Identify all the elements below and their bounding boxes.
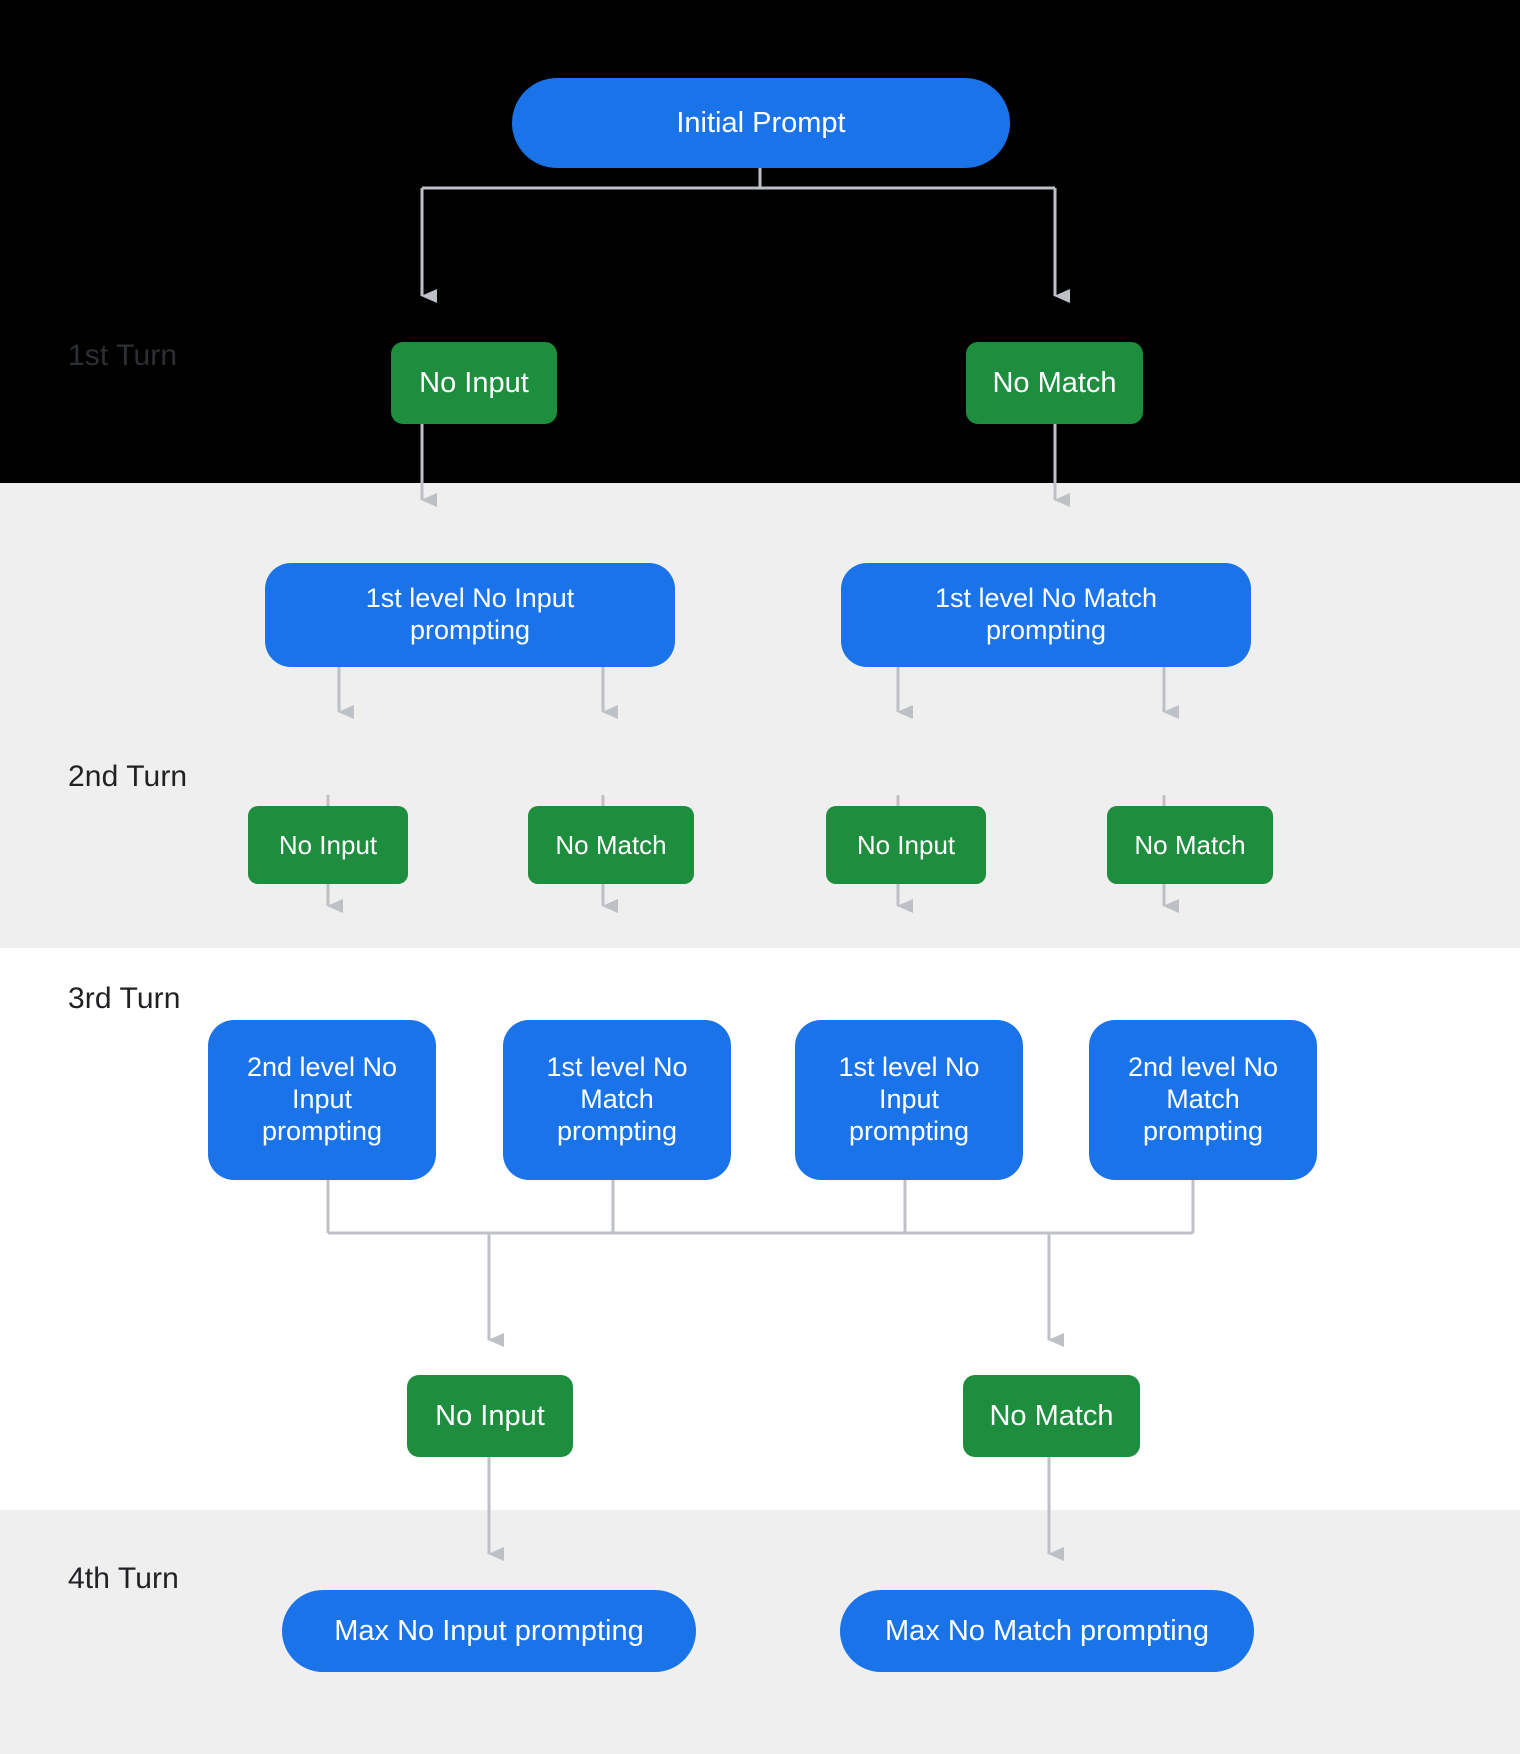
node-label-line3: prompting xyxy=(848,1115,970,1146)
node-label-line2: prompting xyxy=(409,615,531,645)
node-t3-first-level-no-match-prompting[interactable]: 1st level No Match prompting xyxy=(503,1020,731,1180)
band-2nd-turn xyxy=(0,483,1520,948)
node-t1-no-match[interactable]: No Match xyxy=(966,342,1143,424)
node-t4-max-no-match-prompting[interactable]: Max No Match prompting xyxy=(840,1590,1254,1672)
node-label: Initial Prompt xyxy=(676,106,846,139)
node-t2-no-input-b[interactable]: No Input xyxy=(826,806,986,884)
node-label: No Match xyxy=(555,829,667,860)
turn-label-3rd: 3rd Turn xyxy=(68,982,181,1015)
node-initial-prompt[interactable]: Initial Prompt xyxy=(512,78,1010,168)
node-label: No Input xyxy=(435,1399,545,1432)
node-label: No Match xyxy=(989,1399,1114,1432)
node-label: Max No Match prompting xyxy=(885,1614,1209,1647)
node-label-line3: prompting xyxy=(261,1115,383,1146)
node-label-line2: Input xyxy=(291,1084,353,1115)
node-label-line1: 1st level No Input xyxy=(365,583,575,614)
node-label: No Input xyxy=(419,366,529,399)
node-label-line1: 2nd level No xyxy=(1127,1052,1279,1083)
node-label-line2: Input xyxy=(878,1084,940,1115)
node-label: No Input xyxy=(278,829,378,860)
node-label-line3: prompting xyxy=(556,1115,678,1146)
node-label: No Match xyxy=(992,366,1117,399)
node-t3-no-input[interactable]: No Input xyxy=(407,1375,573,1457)
node-label-line1: 1st level No xyxy=(838,1052,980,1083)
node-t3-no-match[interactable]: No Match xyxy=(963,1375,1140,1457)
node-label: No Input xyxy=(856,829,956,860)
node-label: No Match xyxy=(1134,829,1246,860)
node-label-line3: prompting xyxy=(1142,1115,1264,1146)
node-label-line2: Match xyxy=(1166,1084,1240,1115)
node-t2-first-level-no-match-prompting[interactable]: 1st level No Match prompting xyxy=(841,563,1251,667)
node-t2-no-input-a[interactable]: No Input xyxy=(248,806,408,884)
node-label: Max No Input prompting xyxy=(334,1614,644,1647)
node-t3-second-level-no-match-prompting[interactable]: 2nd level No Match prompting xyxy=(1089,1020,1317,1180)
turn-label-2nd: 2nd Turn xyxy=(68,760,188,793)
band-4th-turn xyxy=(0,1510,1520,1754)
node-t1-no-input[interactable]: No Input xyxy=(391,342,557,424)
node-label-line2: Match xyxy=(580,1084,654,1115)
node-label-line1: 2nd level No xyxy=(246,1052,398,1083)
node-t2-no-match-a[interactable]: No Match xyxy=(528,806,694,884)
node-t3-first-level-no-input-prompting[interactable]: 1st level No Input prompting xyxy=(795,1020,1023,1180)
band-1st-turn xyxy=(0,0,1520,483)
node-t3-second-level-no-input-prompting[interactable]: 2nd level No Input prompting xyxy=(208,1020,436,1180)
node-t2-no-match-b[interactable]: No Match xyxy=(1107,806,1273,884)
node-label-line1: 1st level No Match xyxy=(934,583,1158,614)
node-label-line2: prompting xyxy=(985,615,1107,645)
node-t4-max-no-input-prompting[interactable]: Max No Input prompting xyxy=(282,1590,696,1672)
turn-label-4th: 4th Turn xyxy=(68,1562,179,1595)
turn-label-1st: 1st Turn xyxy=(68,339,178,372)
node-label-line1: 1st level No xyxy=(546,1052,688,1083)
node-t2-first-level-no-input-prompting[interactable]: 1st level No Input prompting xyxy=(265,563,675,667)
